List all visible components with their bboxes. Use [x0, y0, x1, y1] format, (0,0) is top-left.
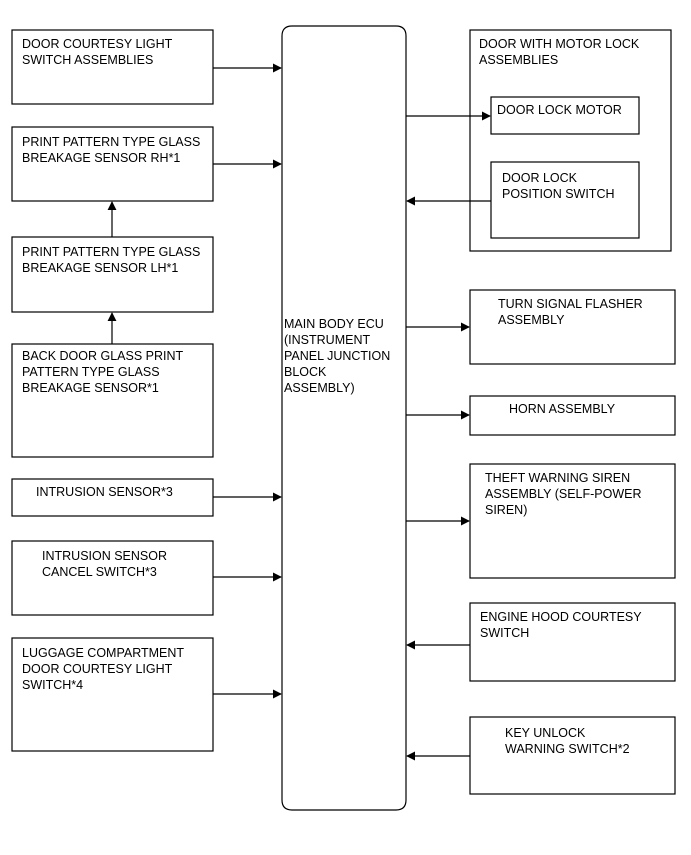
- svg-text:DOOR WITH MOTOR LOCK ASS: DOOR WITH MOTOR LOCK ASSEMBLIES: [479, 37, 643, 67]
- ecu-line-1: MAIN BODY ECU: [284, 317, 384, 331]
- key-unlock-warning-switch-box: KEY UNLOCK WARNING SWITCH*2: [469, 716, 676, 795]
- siren-line-1: THEFT WARNING SIREN: [485, 471, 630, 485]
- horn-assembly-box: HORN ASSEMBLY: [469, 395, 676, 436]
- door-courtesy-line-1: DOOR COURTESY LIGHT: [22, 37, 173, 51]
- back-door-line-2: PATTERN TYPE GLASS: [22, 365, 160, 379]
- hood-courtesy-line-2: SWITCH: [480, 626, 529, 640]
- intrusion-sensor-box: INTRUSION SENSOR*3: [11, 478, 214, 517]
- glass-rh-line-2: BREAKAGE SENSOR RH*1: [22, 151, 180, 165]
- svg-text:KEY UNLOCK WARNING SWITC: KEY UNLOCK WARNING SWITCH*2: [505, 726, 630, 756]
- intrusion-cancel-line-1: INTRUSION SENSOR: [42, 549, 167, 563]
- svg-text:DOOR COURTESY LIGHT SWIT: DOOR COURTESY LIGHT SWITCH ASSEMBLIES: [22, 37, 176, 67]
- back-door-line-1: BACK DOOR GLASS PRINT: [22, 349, 184, 363]
- glass-breakage-sensor-rh-box: PRINT PATTERN TYPE GLASS BREAKAGE SENSOR…: [11, 126, 214, 202]
- svg-text:PRINT PATTERN TYPE GLASS: PRINT PATTERN TYPE GLASS BREAKAGE SENSOR…: [22, 245, 204, 275]
- svg-text:DOOR LOCK MOTOR: DOOR LOCK MOTOR: [497, 103, 622, 117]
- turn-signal-line-1: TURN SIGNAL FLASHER: [498, 297, 643, 311]
- svg-text:THEFT WARNING SIREN ASSE: THEFT WARNING SIREN ASSEMBLY (SELF-POWER…: [485, 471, 645, 517]
- svg-text:BACK DOOR GLASS PRINT PA: BACK DOOR GLASS PRINT PATTERN TYPE GLASS…: [22, 349, 186, 395]
- luggage-line-2: DOOR COURTESY LIGHT: [22, 662, 173, 676]
- svg-text:HORN ASSEMBLY: HORN ASSEMBLY: [509, 402, 616, 416]
- siren-line-3: SIREN): [485, 503, 527, 517]
- theft-warning-siren-box: THEFT WARNING SIREN ASSEMBLY (SELF-POWER…: [469, 463, 676, 579]
- turn-signal-line-2: ASSEMBLY: [498, 313, 565, 327]
- svg-text:PRINT PATTERN TYPE GLASS: PRINT PATTERN TYPE GLASS BREAKAGE SENSOR…: [22, 135, 204, 165]
- ecu-line-4: BLOCK: [284, 365, 327, 379]
- ecu-line-2: (INSTRUMENT: [284, 333, 370, 347]
- glass-rh-line-1: PRINT PATTERN TYPE GLASS: [22, 135, 200, 149]
- svg-text:INTRUSION SENSOR CANCEL: INTRUSION SENSOR CANCEL SWITCH*3: [42, 549, 171, 579]
- hood-courtesy-line-1: ENGINE HOOD COURTESY: [480, 610, 642, 624]
- svg-text:INTRUSION SENSOR*3: INTRUSION SENSOR*3: [36, 485, 173, 499]
- horn-line-1: HORN ASSEMBLY: [509, 402, 616, 416]
- turn-signal-flasher-box: TURN SIGNAL FLASHER ASSEMBLY: [469, 289, 676, 365]
- ecu-label: MAIN BODY ECU (INSTRUMENT PANEL JUNCTION…: [284, 317, 394, 395]
- back-door-line-3: BREAKAGE SENSOR*1: [22, 381, 159, 395]
- luggage-line-3: SWITCH*4: [22, 678, 83, 692]
- luggage-line-1: LUGGAGE COMPARTMENT: [22, 646, 184, 660]
- siren-line-2: ASSEMBLY (SELF-POWER: [485, 487, 642, 501]
- engine-hood-courtesy-switch-box: ENGINE HOOD COURTESY SWITCH: [469, 602, 676, 682]
- glass-breakage-sensor-lh-box: PRINT PATTERN TYPE GLASS BREAKAGE SENSOR…: [11, 236, 214, 313]
- door-motor-lock-line-2: ASSEMBLIES: [479, 53, 558, 67]
- intrusion-sensor-cancel-switch-box: INTRUSION SENSOR CANCEL SWITCH*3: [11, 540, 214, 616]
- key-unlock-line-1: KEY UNLOCK: [505, 726, 586, 740]
- door-lock-position-line-1: DOOR LOCK: [502, 171, 578, 185]
- door-lock-motor-line-1: DOOR LOCK MOTOR: [497, 103, 622, 117]
- intrusion-cancel-line-2: CANCEL SWITCH*3: [42, 565, 157, 579]
- door-motor-lock-line-1: DOOR WITH MOTOR LOCK: [479, 37, 640, 51]
- glass-lh-line-1: PRINT PATTERN TYPE GLASS: [22, 245, 200, 259]
- svg-text:TURN SIGNAL FLASHER ASSE: TURN SIGNAL FLASHER ASSEMBLY: [498, 297, 646, 327]
- luggage-compartment-courtesy-switch-box: LUGGAGE COMPARTMENT DOOR COURTESY LIGHT …: [11, 637, 214, 752]
- main-body-ecu: MAIN BODY ECU (INSTRUMENT PANEL JUNCTION…: [281, 25, 407, 811]
- door-courtesy-light-switch-box: DOOR COURTESY LIGHT SWITCH ASSEMBLIES: [11, 29, 214, 105]
- intrusion-sensor-line-1: INTRUSION SENSOR*3: [36, 485, 173, 499]
- ecu-line-5: ASSEMBLY): [284, 381, 355, 395]
- glass-lh-line-2: BREAKAGE SENSOR LH*1: [22, 261, 178, 275]
- key-unlock-line-2: WARNING SWITCH*2: [505, 742, 630, 756]
- svg-text:ENGINE HOOD COURTESY SWI: ENGINE HOOD COURTESY SWITCH: [480, 610, 645, 640]
- back-door-glass-sensor-box: BACK DOOR GLASS PRINT PATTERN TYPE GLASS…: [11, 343, 214, 458]
- door-lock-motor-box: DOOR LOCK MOTOR: [490, 96, 640, 135]
- door-lock-position-line-2: POSITION SWITCH: [502, 187, 615, 201]
- door-lock-position-switch-box: DOOR LOCK POSITION SWITCH: [490, 161, 640, 239]
- svg-text:LUGGAGE COMPARTMENT DOOR: LUGGAGE COMPARTMENT DOOR COURTESY LIGHT …: [22, 646, 187, 692]
- door-courtesy-line-2: SWITCH ASSEMBLIES: [22, 53, 153, 67]
- ecu-line-3: PANEL JUNCTION: [284, 349, 390, 363]
- svg-text:DOOR LOCK POSITION SWITC: DOOR LOCK POSITION SWITCH: [502, 171, 615, 201]
